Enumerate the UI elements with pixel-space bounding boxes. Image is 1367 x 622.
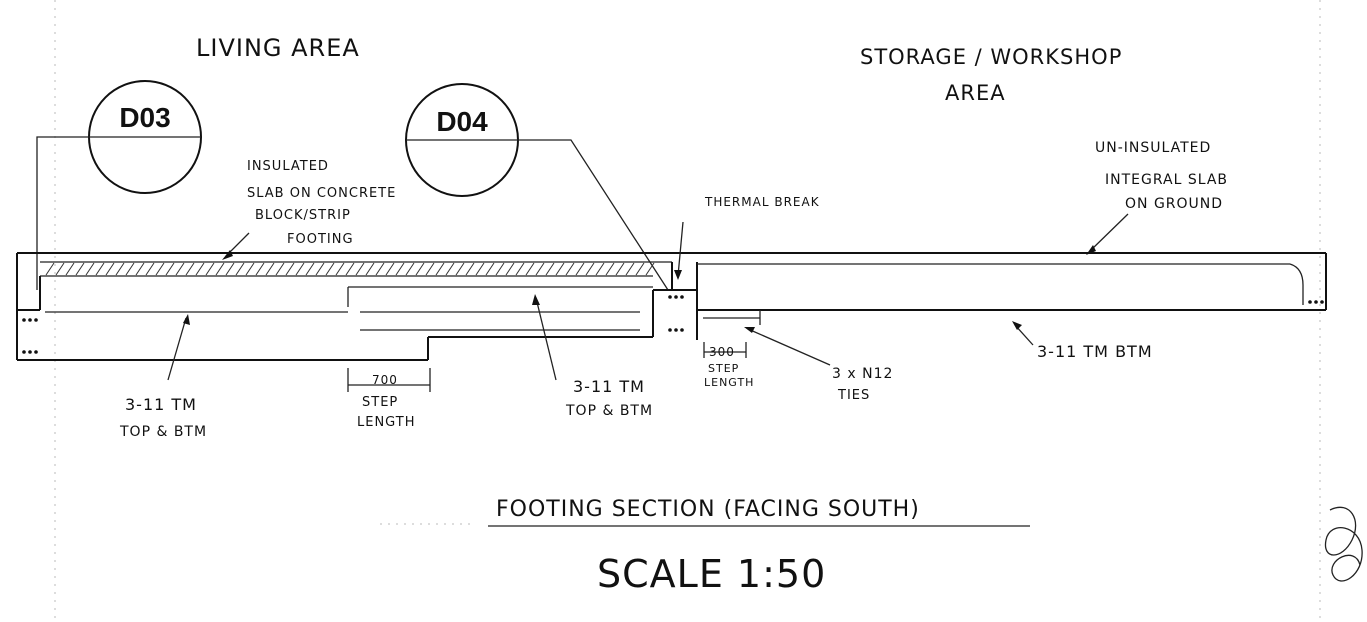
drawing-title: FOOTING SECTION (FACING SOUTH) xyxy=(496,497,920,522)
storage-area-label-line1: STORAGE / WORKSHOP xyxy=(860,45,1122,69)
d04-leader-line xyxy=(518,139,669,291)
rebar-right-label: 3-11 TM BTM xyxy=(1037,342,1153,361)
step-left-label-line2: LENGTH xyxy=(357,415,416,430)
thermal-break-label: THERMAL BREAK xyxy=(704,195,820,209)
uninsulated-note-line3: ON GROUND xyxy=(1125,196,1223,212)
drawing-scale: SCALE 1:50 xyxy=(597,552,826,596)
step-dimension-right xyxy=(703,342,747,358)
step-left-label-line1: STEP xyxy=(362,395,398,410)
detail-bubble-d04[interactable]: D04 xyxy=(405,83,519,197)
rebar-mid-label-line1: 3-11 TM xyxy=(573,377,645,396)
step-left-value: 700 xyxy=(372,373,398,387)
detail-bubble-d04-label: D04 xyxy=(436,106,488,137)
step-right-label-line2: LENGTH xyxy=(704,376,754,389)
rebar-mid-label-line2: TOP & BTM xyxy=(565,403,653,419)
reinforcement-bars xyxy=(22,295,1324,354)
footing-section-outline xyxy=(16,252,1327,361)
uninsulated-note-line2: INTEGRAL SLAB xyxy=(1105,172,1228,188)
ties-label-line1: 3 x N12 xyxy=(832,366,893,382)
insulated-note-line1: INSULATED xyxy=(247,159,329,174)
step-right-value: 300 xyxy=(709,345,735,359)
leader-arrows xyxy=(167,213,1129,381)
step-right-label-line1: STEP xyxy=(708,362,739,375)
living-area-label: LIVING AREA xyxy=(196,34,360,62)
step-dimension-left xyxy=(347,368,431,392)
insulation-hatching xyxy=(45,262,655,276)
detail-bubble-d03[interactable]: D03 xyxy=(88,80,202,194)
insulated-note-line3: BLOCK/STRIP xyxy=(255,208,351,223)
insulated-note-line2: SLAB ON CONCRETE xyxy=(247,186,396,201)
storage-area-label-line2: AREA xyxy=(945,81,1006,105)
rebar-left-label-line1: 3-11 TM xyxy=(125,395,197,414)
insulated-note-line4: FOOTING xyxy=(287,232,354,247)
rebar-left-label-line2: TOP & BTM xyxy=(119,424,207,440)
signature-mark xyxy=(1324,506,1363,582)
d03-leader-line xyxy=(36,136,89,290)
detail-bubble-d03-label: D03 xyxy=(119,102,170,133)
ties-label-line2: TIES xyxy=(837,388,870,403)
uninsulated-note-line1: UN-INSULATED xyxy=(1095,140,1211,156)
